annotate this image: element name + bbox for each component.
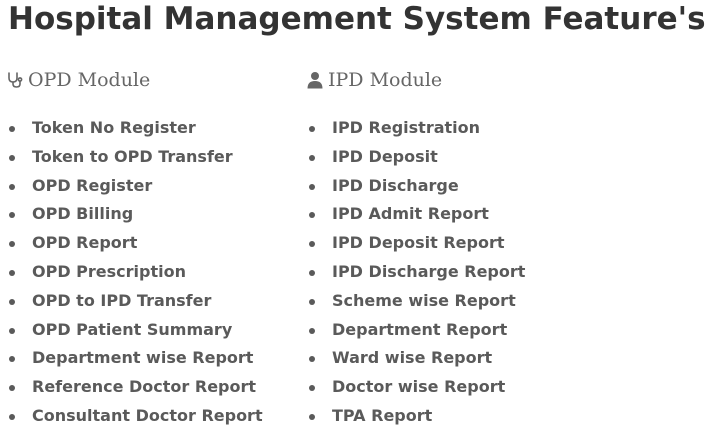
- bullet-icon: [9, 126, 15, 132]
- bullet-icon: [9, 183, 15, 190]
- opd-module-title: OPD Module: [28, 69, 151, 91]
- ipd-feature-label: Doctor wise Report: [332, 377, 506, 397]
- opd-feature-label: Token No Register: [32, 118, 196, 137]
- ipd-module-title: IPD Module: [328, 69, 443, 91]
- opd-feature-item: OPD Billing: [6, 200, 263, 229]
- ipd-feature-item: IPD Registration: [306, 114, 525, 143]
- opd-feature-item: OPD to IPD Transfer: [6, 287, 263, 316]
- ipd-feature-item: IPD Deposit Report: [306, 229, 525, 258]
- ipd-feature-label: IPD Admit Report: [332, 204, 489, 224]
- ipd-feature-item: IPD Admit Report: [306, 200, 525, 229]
- ipd-feature-item: IPD Discharge Report: [306, 258, 525, 287]
- ipd-feature-label: IPD Discharge Report: [332, 261, 526, 281]
- opd-feature-item: OPD Register: [6, 172, 263, 201]
- opd-feature-label: Reference Doctor Report: [32, 377, 257, 397]
- ipd-feature-item: TPA Report: [306, 402, 525, 431]
- opd-feature-label: Token to OPD Transfer: [32, 146, 233, 166]
- opd-feature-label: OPD Report: [32, 233, 138, 253]
- opd-feature-label: OPD to IPD Transfer: [32, 290, 212, 310]
- ipd-feature-label: IPD Registration: [332, 118, 481, 137]
- opd-feature-item: Token No Register: [6, 114, 263, 143]
- opd-feature-label: OPD Billing: [32, 204, 134, 224]
- ipd-feature-label: Department Report: [332, 319, 508, 339]
- bullet-icon: [9, 154, 15, 161]
- bullet-icon: [309, 183, 315, 190]
- bullet-icon: [309, 212, 315, 219]
- bullet-icon: [9, 385, 15, 392]
- bullet-icon: [9, 241, 15, 248]
- ipd-feature-item: IPD Deposit: [306, 143, 525, 172]
- stethoscope-icon: [6, 71, 24, 89]
- bullet-icon: [9, 298, 15, 305]
- ipd-module-heading: IPD Module: [306, 66, 442, 94]
- bullet-icon: [309, 327, 315, 334]
- bullet-icon: [9, 356, 15, 363]
- ipd-feature-label: IPD Discharge: [332, 175, 459, 195]
- bullet-icon: [309, 269, 315, 276]
- bullet-icon: [9, 327, 15, 334]
- ipd-feature-label: IPD Deposit: [332, 146, 438, 166]
- page-title: Hospital Management System Feature's: [8, 1, 706, 37]
- opd-feature-item: Department wise Report: [6, 344, 263, 373]
- bullet-icon: [309, 413, 315, 420]
- ipd-feature-item: Ward wise Report: [306, 344, 525, 373]
- ipd-feature-label: IPD Deposit Report: [332, 233, 505, 253]
- opd-feature-label: OPD Register: [32, 175, 153, 195]
- bullet-icon: [9, 413, 15, 420]
- bullet-icon: [309, 385, 315, 392]
- ipd-feature-item: IPD Discharge: [306, 172, 525, 201]
- opd-feature-item: Consultant Doctor Report: [6, 402, 263, 431]
- opd-feature-item: Token to OPD Transfer: [6, 143, 263, 172]
- ipd-feature-item: Doctor wise Report: [306, 373, 525, 402]
- bullet-icon: [309, 126, 315, 132]
- bullet-icon: [309, 356, 315, 363]
- opd-feature-label: Consultant Doctor Report: [32, 405, 263, 425]
- ipd-feature-label: Ward wise Report: [332, 348, 493, 368]
- bullet-icon: [9, 212, 15, 219]
- opd-feature-label: Department wise Report: [32, 348, 254, 368]
- bullet-icon: [9, 269, 15, 276]
- opd-feature-item: OPD Patient Summary: [6, 316, 263, 345]
- opd-module-heading: OPD Module: [6, 66, 150, 94]
- bullet-icon: [309, 298, 315, 305]
- ipd-feature-item: Scheme wise Report: [306, 287, 525, 316]
- opd-feature-label: OPD Patient Summary: [32, 319, 233, 339]
- bullet-icon: [309, 241, 315, 248]
- user-icon: [306, 71, 324, 89]
- bullet-icon: [309, 154, 315, 161]
- ipd-feature-label: Scheme wise Report: [332, 290, 516, 310]
- ipd-feature-item: Department Report: [306, 316, 525, 345]
- opd-feature-item: OPD Prescription: [6, 258, 263, 287]
- opd-feature-item: Reference Doctor Report: [6, 373, 263, 402]
- ipd-feature-label: TPA Report: [332, 405, 433, 425]
- opd-feature-item: OPD Report: [6, 229, 263, 258]
- opd-feature-label: OPD Prescription: [32, 261, 186, 281]
